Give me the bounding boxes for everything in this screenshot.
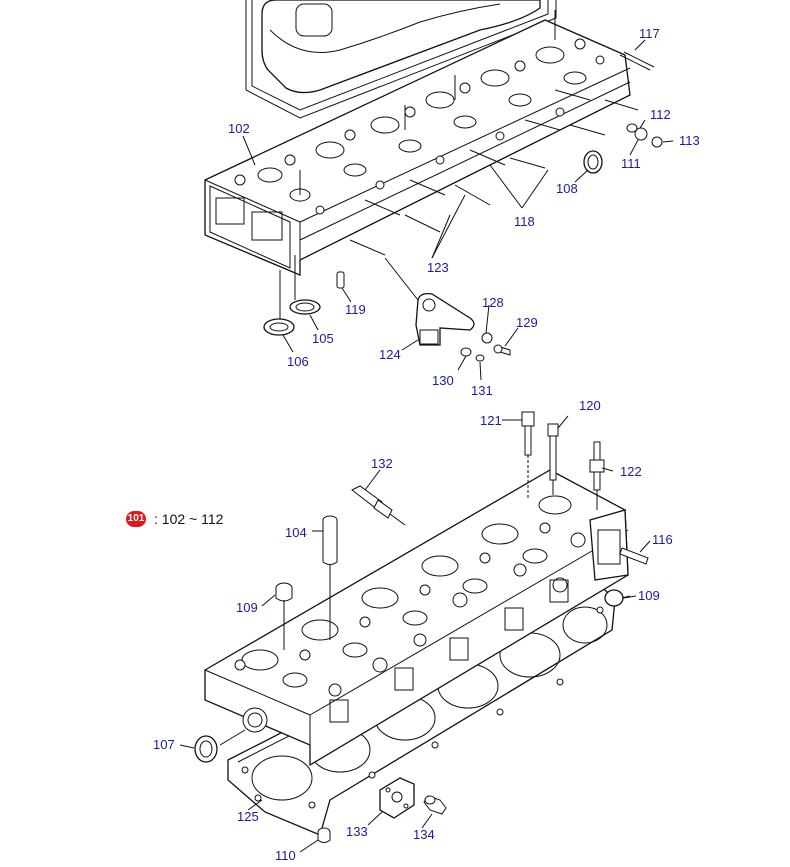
stud-122: [589, 441, 605, 510]
callout-118: 118: [514, 214, 535, 229]
callout-134: 134: [413, 827, 435, 842]
cap-113: [651, 136, 663, 148]
callout-112: 112: [650, 107, 671, 122]
callout-129: 129: [516, 315, 538, 330]
assembly-badge: 101: [126, 511, 146, 527]
callout-104: 104: [285, 525, 307, 540]
washer-128: [481, 332, 493, 344]
callout-111: 111: [621, 156, 641, 171]
upper-leader-lines: [242, 39, 674, 381]
upper-cylinder-head: [204, 10, 631, 276]
callout-107: 107: [153, 737, 175, 752]
washer-112: [626, 123, 648, 141]
callout-124: 124: [379, 347, 401, 362]
callout-109-left: 109: [236, 600, 258, 615]
assembly-note: 101 : 102 ~ 112: [126, 511, 223, 527]
callout-117: 117: [639, 26, 660, 41]
callout-116: 116: [652, 532, 673, 547]
bolt-129: [493, 344, 511, 356]
callout-120: 120: [579, 398, 601, 413]
sleeve-104: [322, 515, 338, 640]
assembly-range: : 102 ~ 112: [154, 511, 224, 527]
lower-leader-lines: [179, 419, 651, 853]
callout-125: 125: [237, 809, 259, 824]
callout-130: 130: [432, 373, 454, 388]
plug-109-right: [604, 589, 631, 607]
dowel-110: [317, 827, 331, 843]
callout-108: 108: [556, 181, 578, 196]
callout-122: 122: [620, 464, 642, 479]
seal-105: [289, 255, 321, 315]
sensor-132: [351, 485, 406, 526]
washer-131: [475, 354, 485, 362]
seal-108: [583, 150, 603, 174]
pin-119: [336, 271, 345, 289]
callout-123: 123: [427, 260, 449, 275]
bracket-124: [384, 257, 475, 346]
bolt-121: [521, 411, 535, 500]
nut-130: [460, 347, 472, 357]
plug-109-left: [275, 582, 293, 650]
callout-128: 128: [482, 295, 504, 310]
callout-109-right: 109: [638, 588, 660, 603]
lower-cylinder-head: [204, 469, 629, 767]
callout-105: 105: [312, 331, 334, 346]
seal-107: [194, 729, 246, 763]
plate-133: [379, 777, 415, 819]
callout-102: 102: [228, 121, 250, 136]
callout-106: 106: [287, 354, 309, 369]
callout-133: 133: [346, 824, 368, 839]
callout-121: 121: [480, 413, 502, 428]
callout-119: 119: [345, 302, 366, 317]
callout-132: 132: [371, 456, 393, 471]
callout-113: 113: [679, 133, 700, 148]
valve-cover: [245, 0, 557, 119]
plug-134: [423, 795, 447, 815]
seal-106: [263, 270, 295, 336]
callout-110: 110: [275, 848, 296, 863]
upper-studs: [349, 51, 655, 256]
bolt-120: [547, 415, 569, 495]
stud-116: [619, 547, 649, 565]
callout-131: 131: [471, 383, 493, 398]
